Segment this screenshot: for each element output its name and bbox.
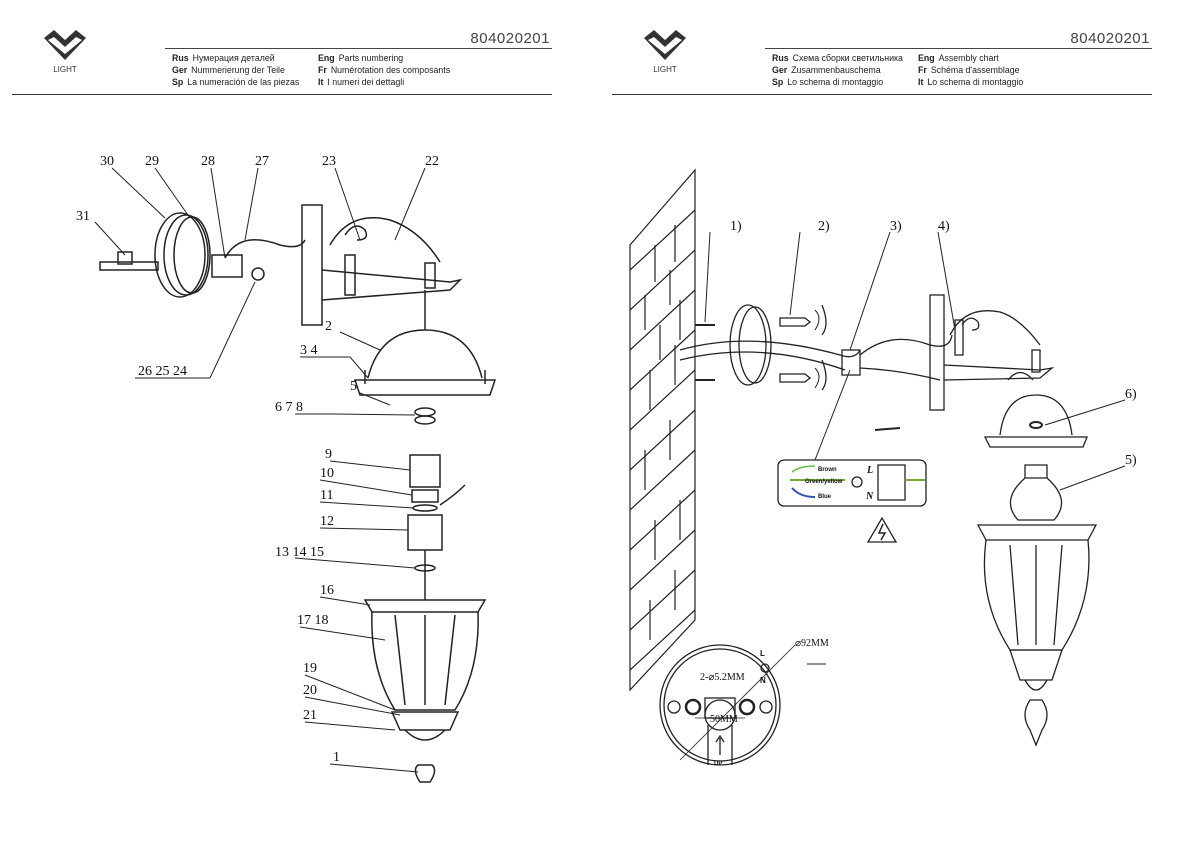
terminal-l: L — [866, 465, 873, 476]
title-text: Zusammenbauschema — [791, 65, 881, 75]
part-label: 16 — [320, 583, 334, 598]
product-code: 804020201 — [1070, 30, 1150, 47]
wire-label-blue: Blue — [818, 494, 832, 500]
part-label: 1 — [333, 750, 340, 765]
plate-n-label: N — [760, 676, 766, 685]
part-label: 29 — [145, 154, 159, 169]
title-text: Assembly chart — [938, 53, 999, 63]
lang-code: Fr — [918, 65, 927, 75]
lang-code: It — [318, 77, 324, 87]
logo-icon — [644, 30, 686, 60]
title-text: Нумерация деталей — [192, 53, 275, 63]
holes-label: 2-⌀5.2MM — [700, 672, 745, 683]
step-label: 2) — [818, 219, 830, 234]
part-label: 3 4 — [300, 343, 318, 358]
part-label: 17 18 — [297, 613, 329, 628]
title-text: Lo schema di montaggio — [787, 77, 884, 87]
divider — [12, 94, 552, 95]
logo-text: LIGHT — [653, 65, 677, 74]
title-text: Lo schema di montaggio — [927, 77, 1024, 87]
part-label: 28 — [201, 154, 215, 169]
part-label: 9 — [325, 447, 332, 462]
brand-logo: LIGHT — [640, 28, 690, 74]
brick-wall — [629, 168, 696, 692]
step-label: 4) — [938, 219, 950, 234]
title-text: Parts numbering — [338, 53, 404, 63]
lang-code: Eng — [318, 53, 335, 63]
part-label: 10 — [320, 466, 334, 481]
brand-logo: LIGHT — [40, 28, 90, 74]
title-text: Схема сборки светильника — [792, 53, 903, 63]
lang-code: Sp — [172, 77, 184, 87]
step-label: 1) — [730, 219, 742, 234]
up-label: UP — [714, 761, 722, 767]
part-label: 13 14 15 — [275, 545, 324, 560]
part-label: 11 — [320, 488, 333, 503]
part-label: 22 — [425, 154, 439, 169]
product-code: 804020201 — [470, 30, 550, 47]
lang-code: It — [918, 77, 924, 87]
wire-label-green-yellow: Green/yellow — [805, 479, 843, 485]
part-label: 12 — [320, 514, 334, 529]
exploded-parts-diagram: 30 29 28 27 23 22 31 26 25 24 2 3 4 5 6 … — [76, 154, 497, 783]
part-label: 26 25 24 — [138, 364, 187, 379]
plate-l-label: L — [760, 649, 765, 658]
lang-code: Fr — [318, 65, 327, 75]
part-label: 20 — [303, 683, 317, 698]
divider — [612, 94, 1152, 95]
lang-code: Eng — [918, 53, 935, 63]
step-label: 3) — [890, 219, 902, 234]
lang-code: Rus — [772, 53, 789, 63]
title-text: Schéma d'assemblage — [930, 65, 1020, 75]
lang-code: Ger — [772, 65, 788, 75]
title-text: Nummerierung der Teile — [191, 65, 285, 75]
part-label: 19 — [303, 661, 317, 676]
assembly-diagram: 1) 2) 3) 4) 6) 5) Brown Green/yellow Blu… — [629, 168, 1137, 767]
title-text: I numeri dei dettagli — [327, 77, 405, 87]
part-label: 5 — [350, 379, 357, 394]
spacing-label: 50MM — [710, 714, 738, 725]
terminal-n: N — [865, 491, 874, 502]
lang-code: Sp — [772, 77, 784, 87]
diameter-label: ⌀92MM — [795, 638, 829, 649]
part-label: 23 — [322, 154, 336, 169]
wire-label-brown: Brown — [818, 467, 837, 473]
part-label: 31 — [76, 209, 90, 224]
step-label: 6) — [1125, 387, 1137, 402]
part-label: 30 — [100, 154, 114, 169]
logo-icon — [44, 30, 86, 60]
lang-code: Rus — [172, 53, 189, 63]
title-text: Numérotation des composants — [330, 65, 451, 75]
lang-code: Ger — [172, 65, 188, 75]
part-label: 21 — [303, 708, 317, 723]
divider — [765, 48, 1152, 49]
part-label: 27 — [255, 154, 269, 169]
title-text: La numeración de las piezas — [187, 77, 300, 87]
part-label: 6 7 8 — [275, 400, 303, 415]
part-label: 2 — [325, 319, 332, 334]
logo-text: LIGHT — [53, 65, 77, 74]
divider — [165, 48, 552, 49]
step-label: 5) — [1125, 453, 1137, 468]
